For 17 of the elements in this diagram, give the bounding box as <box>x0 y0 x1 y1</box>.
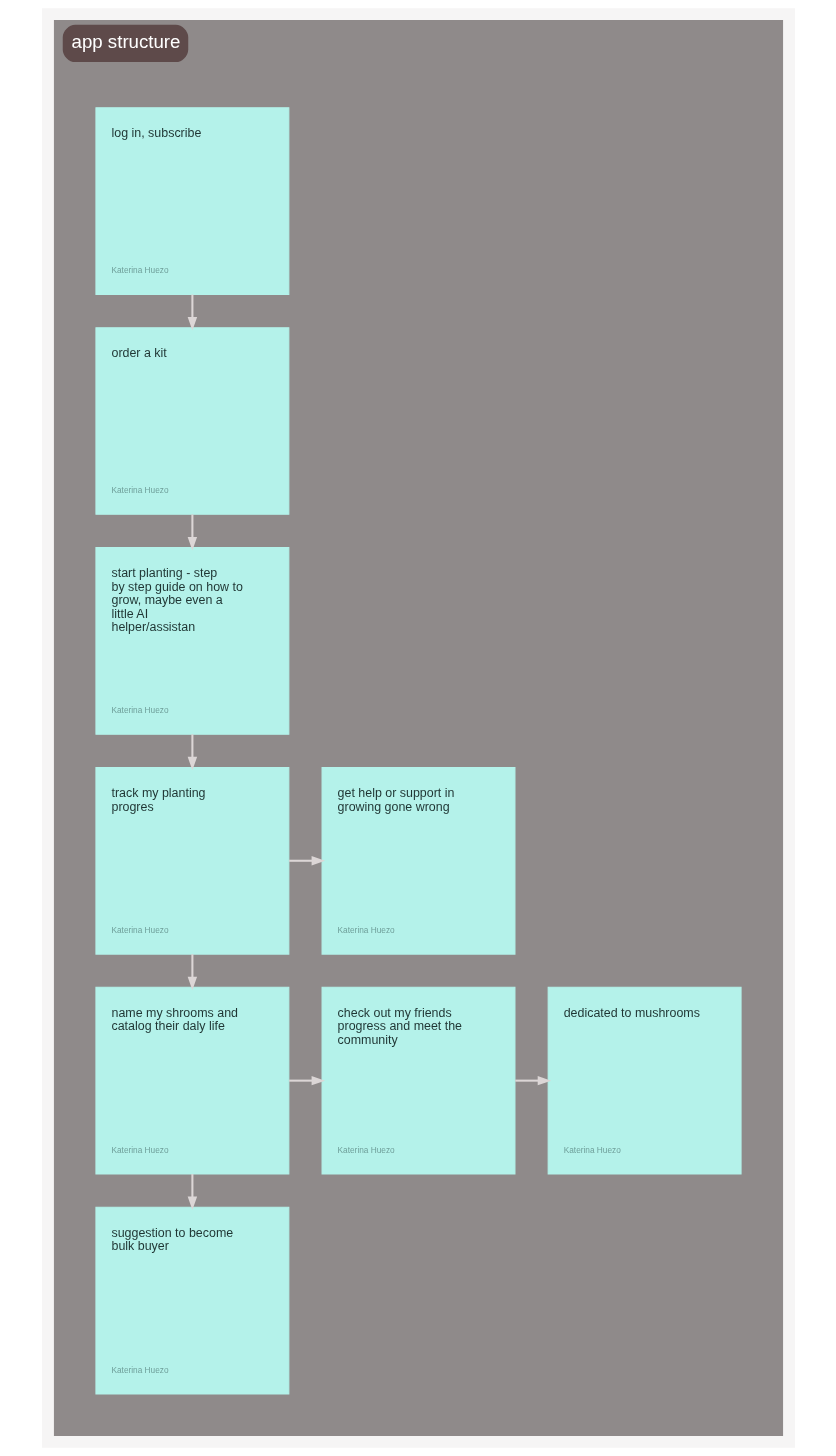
arrow <box>187 954 197 991</box>
node-box: name my shrooms and catalog their daly life Katerina Huezo <box>94 986 289 1175</box>
node-box: order a kit Katerina Huezo <box>94 327 289 515</box>
arrow <box>187 514 197 551</box>
node-box: start planting - step by step guide on how to grow, maybe even a little AI helper/assistan Katerina Huezo <box>94 547 289 735</box>
arrow <box>514 1075 551 1086</box>
arrow <box>288 856 325 866</box>
arrow <box>187 1174 197 1211</box>
node-box: suggestion to become bulk buyer Katerina Huezo <box>94 1206 289 1395</box>
arrow <box>288 1075 325 1086</box>
arrow <box>187 734 197 771</box>
arrow <box>187 294 197 331</box>
node-box: get help or support in growing gone wrong Katerina Huezo <box>321 766 515 955</box>
node-box: log in, subscribe Katerina Huezo <box>94 107 289 295</box>
node-box: check out my friends progress and meet the community Katerina Huezo <box>321 986 515 1175</box>
node-box: dedicated to mushrooms Katerina Huezo <box>547 986 742 1175</box>
node-box: track my planting progres Katerina Huezo <box>94 766 289 955</box>
